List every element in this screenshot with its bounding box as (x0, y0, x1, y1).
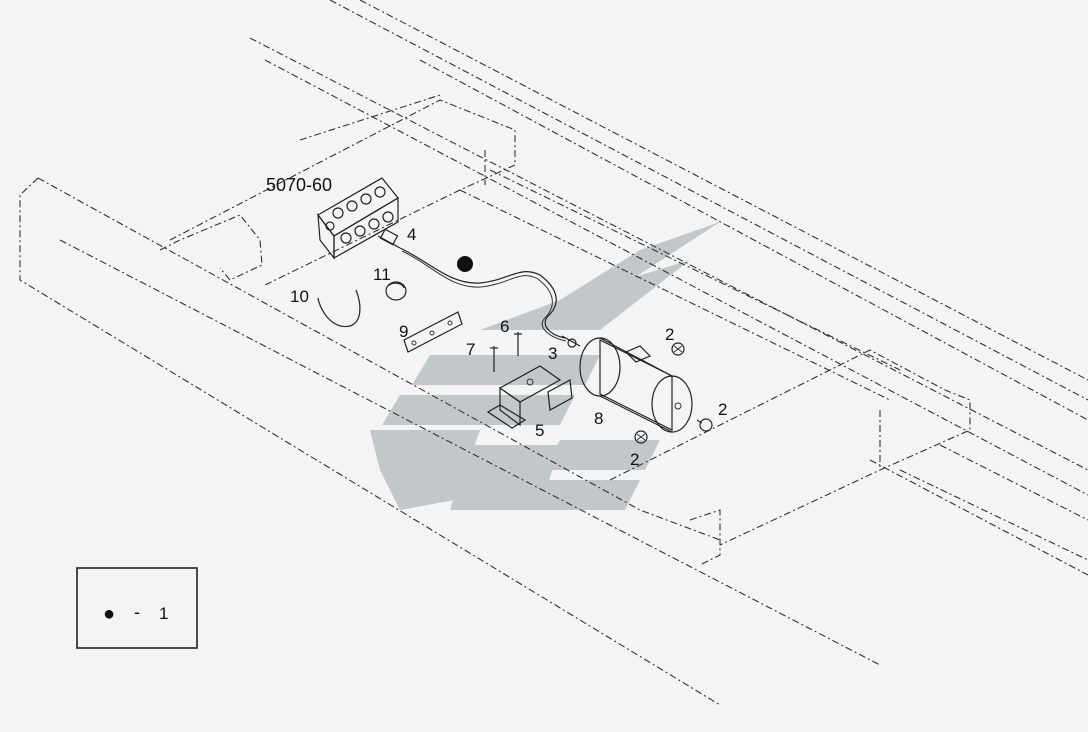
callout-3: 3 (548, 344, 557, 363)
connector-part-4 (377, 228, 401, 249)
wire-harness (399, 247, 567, 342)
callout-2-right: 2 (718, 400, 727, 419)
callout-10: 10 (290, 287, 309, 306)
watermark-logo (370, 222, 720, 510)
plug-part-2-right (696, 418, 713, 432)
harness-marker-dot (457, 256, 473, 272)
connector-part-3 (561, 335, 581, 348)
air-tank-part-8 (579, 337, 693, 433)
legend: ● - 1 (76, 567, 198, 649)
plug-part-2-top (671, 342, 685, 356)
callout-2-bottom: 2 (630, 450, 639, 469)
callout-2-top: 2 (665, 325, 674, 344)
bolt-part-7 (490, 346, 498, 372)
callout-11: 11 (373, 265, 391, 284)
chassis-frame (19, 0, 1088, 706)
callout-6: 6 (500, 317, 509, 336)
clamp-part-10 (317, 289, 361, 328)
plate-part-9 (403, 311, 463, 353)
callout-7: 7 (466, 340, 475, 359)
assembly-code-label: 5070-60 (266, 175, 332, 195)
plug-part-2-bottom (634, 430, 648, 444)
legend-separator: - (134, 602, 140, 622)
bracket-part-5 (486, 365, 573, 429)
callout-8: 8 (594, 409, 603, 428)
legend-symbol: ● (103, 603, 115, 625)
callout-4: 4 (407, 225, 416, 244)
callout-9: 9 (399, 322, 408, 341)
junction-block-5070-60 (317, 177, 399, 260)
bolt-part-6 (514, 332, 522, 356)
callout-5: 5 (535, 421, 544, 440)
cap-part-11 (385, 281, 407, 301)
legend-value: 1 (159, 604, 168, 623)
